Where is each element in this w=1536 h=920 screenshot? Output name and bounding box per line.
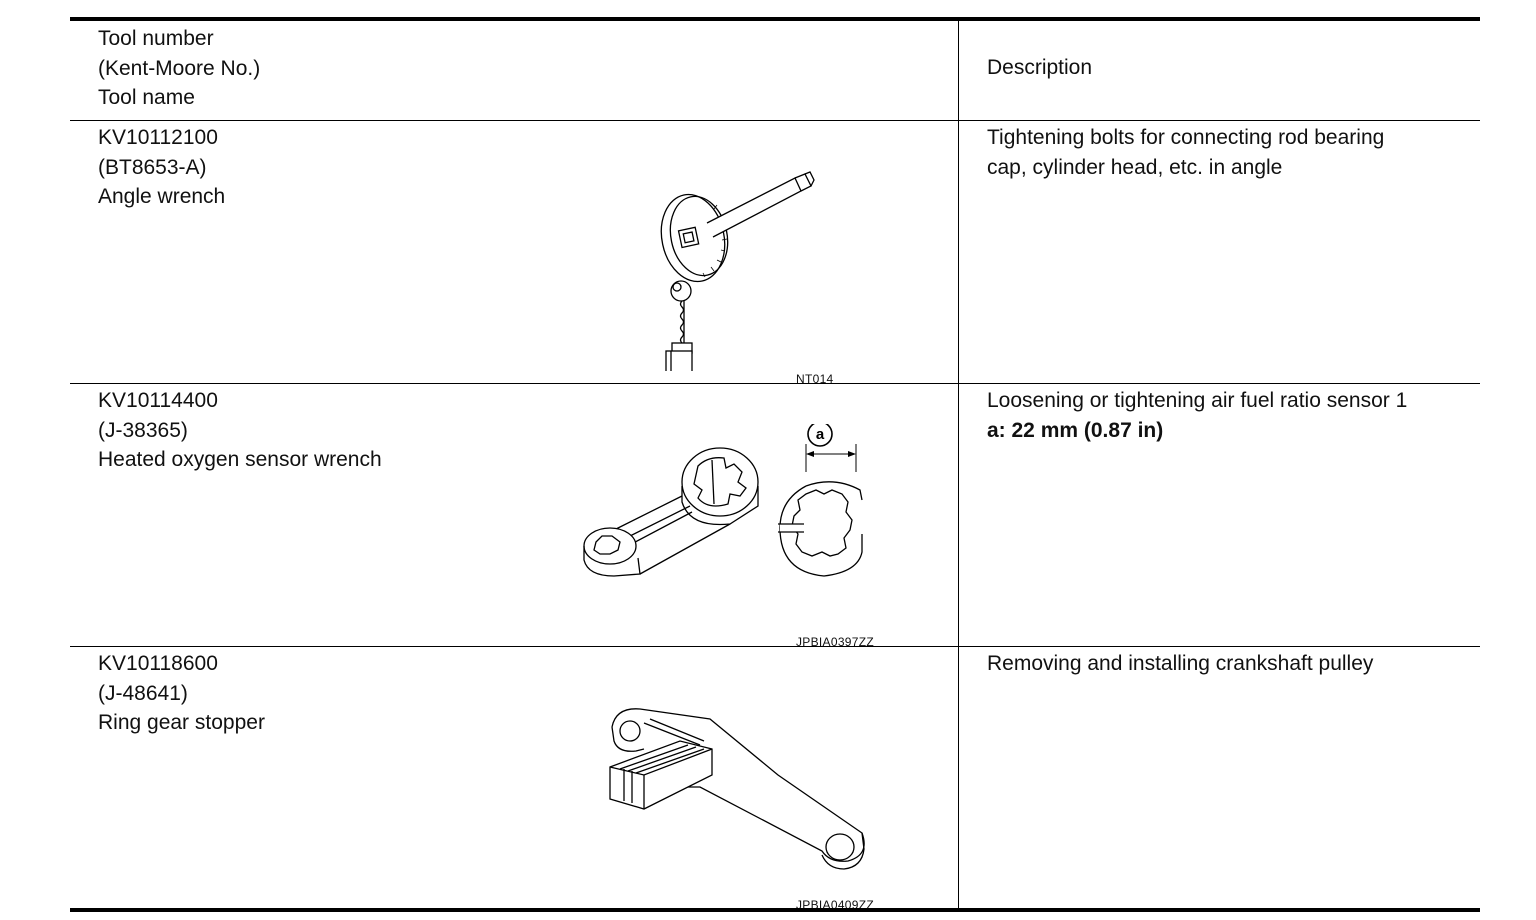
header-description-label: Description bbox=[987, 56, 1093, 79]
tool-info: KV10114400 (J-38365) Heated oxygen senso… bbox=[98, 386, 382, 475]
figure-code: JPBIA0397ZZ bbox=[796, 635, 875, 649]
table-bottom-rule bbox=[70, 908, 1480, 912]
table-row: KV10114400 (J-38365) Heated oxygen senso… bbox=[70, 384, 1480, 649]
header-tool-number-label: Tool number bbox=[98, 27, 214, 50]
tool-number: KV10112100 bbox=[98, 126, 218, 149]
ring-gear-stopper-illustration bbox=[609, 708, 865, 870]
tool-description: Loosening or tightening air fuel ratio s… bbox=[987, 386, 1472, 445]
kent-moore-number: (J-48641) bbox=[98, 681, 188, 705]
oxygen-sensor-wrench-illustration: a bbox=[583, 424, 863, 577]
tool-description: Removing and installing crankshaft pulle… bbox=[987, 649, 1472, 679]
kent-moore-number: (J-38365) bbox=[98, 418, 188, 442]
tool-description: Tightening bolts for connecting rod bear… bbox=[987, 123, 1472, 182]
tool-number: KV10118600 bbox=[98, 652, 218, 675]
tool-number: KV10114400 bbox=[98, 389, 218, 412]
header-kent-moore-label: (Kent-Moore No.) bbox=[98, 56, 261, 80]
dimension-a-marker: a bbox=[816, 426, 825, 443]
description-line: Removing and installing crankshaft pulle… bbox=[987, 652, 1374, 675]
tool-name: Ring gear stopper bbox=[98, 711, 265, 734]
special-service-tools-table: Tool number (Kent-Moore No.) Tool name D… bbox=[70, 17, 1480, 913]
description-line: cap, cylinder head, etc. in angle bbox=[987, 155, 1283, 179]
angle-wrench-illustration bbox=[660, 171, 815, 371]
description-line: Loosening or tightening air fuel ratio s… bbox=[987, 389, 1408, 412]
table-row: KV10112100 (BT8653-A) Angle wrench bbox=[70, 121, 1480, 386]
figure-code: NT014 bbox=[796, 372, 834, 386]
description-line: Tightening bolts for connecting rod bear… bbox=[987, 126, 1385, 149]
table-header-row: Tool number (Kent-Moore No.) Tool name D… bbox=[70, 20, 1480, 121]
tool-info: KV10118600 (J-48641) Ring gear stopper bbox=[98, 649, 265, 738]
tool-name: Angle wrench bbox=[98, 185, 226, 208]
description-dimension: a: 22 mm (0.87 in) bbox=[987, 418, 1164, 442]
tool-info: KV10112100 (BT8653-A) Angle wrench bbox=[98, 123, 225, 212]
table-top-rule bbox=[70, 17, 1480, 21]
header-tool-name-label: Tool name bbox=[98, 86, 195, 109]
column-divider bbox=[958, 20, 959, 909]
header-tool-column: Tool number (Kent-Moore No.) Tool name bbox=[98, 24, 260, 113]
table-row: KV10118600 (J-48641) Ring gear stopper bbox=[70, 647, 1480, 912]
tool-name: Heated oxygen sensor wrench bbox=[98, 448, 382, 471]
kent-moore-number: (BT8653-A) bbox=[98, 155, 207, 179]
